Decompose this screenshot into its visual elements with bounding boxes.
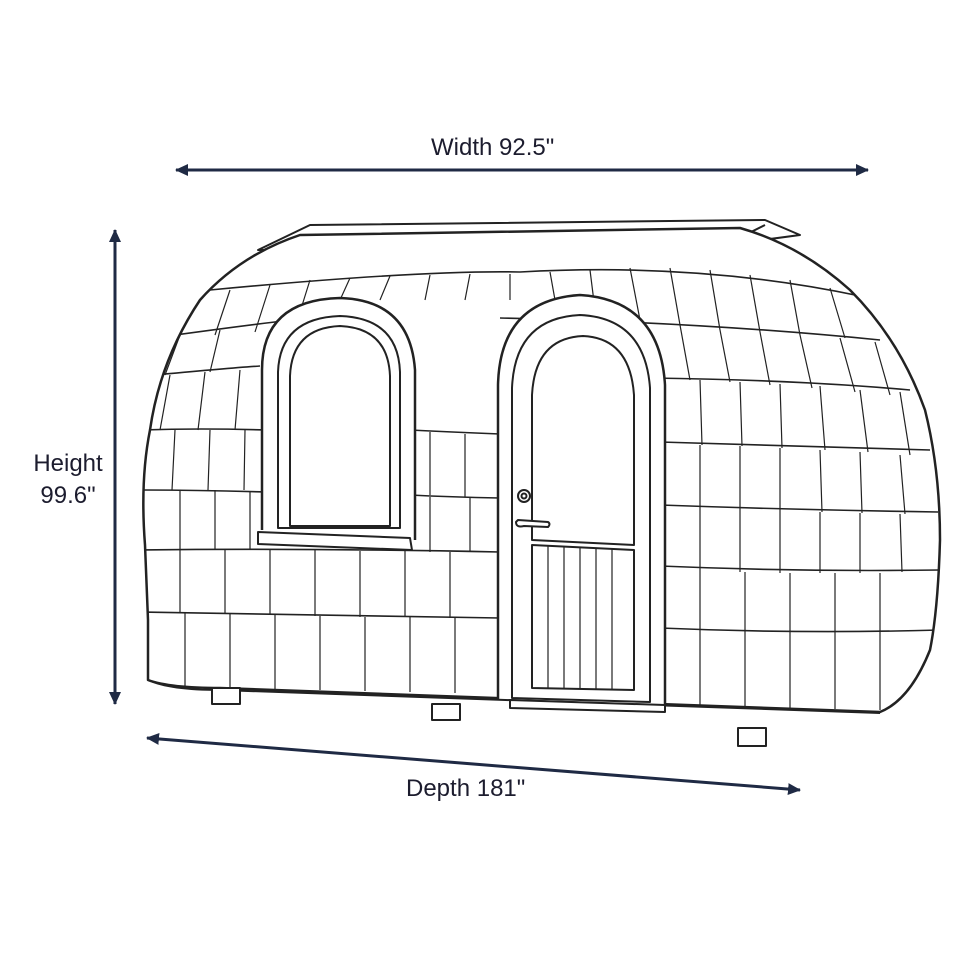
foot-right xyxy=(737,727,767,747)
height-label-name: Height xyxy=(33,450,103,477)
width-label-name: Width xyxy=(431,134,493,161)
width-label-value: 92.5" xyxy=(499,134,555,161)
window-sill xyxy=(257,531,413,551)
height-label-value: 99.6" xyxy=(40,482,96,509)
door-lock xyxy=(517,489,531,503)
foot-left xyxy=(211,687,241,705)
foot-middle xyxy=(431,703,461,721)
pod-illustration xyxy=(142,219,942,747)
height-label: Height 99.6" xyxy=(28,448,108,512)
door-handle xyxy=(515,519,551,528)
depth-label-value: 181" xyxy=(476,775,526,802)
depth-label-name: Depth xyxy=(406,775,471,802)
width-label: Width 92.5" xyxy=(431,134,554,162)
depth-label: Depth 181" xyxy=(406,775,525,803)
depth-arrow xyxy=(146,732,801,796)
